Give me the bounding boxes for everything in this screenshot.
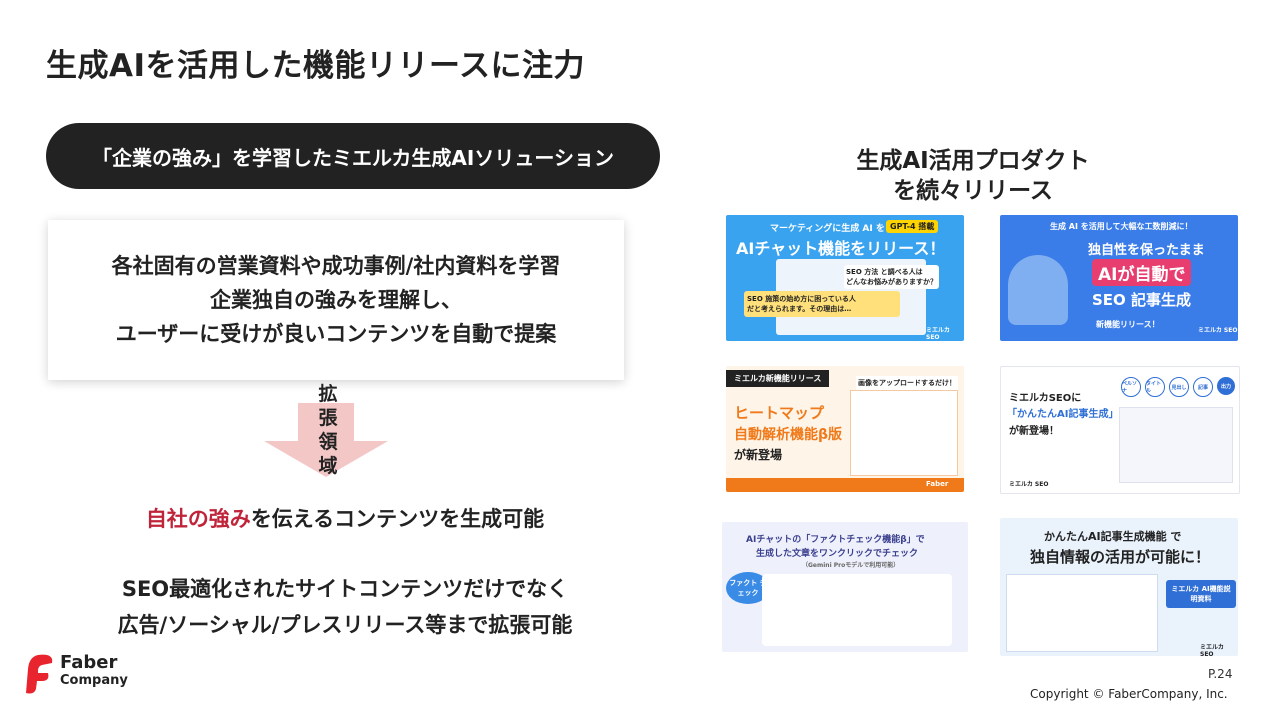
faber-logo-icon (26, 654, 53, 694)
thumb-heatmap: ミエルカ新機能リリース ヒートマップ 自動解析機能β版 が新登場 画像をアップロ… (726, 366, 964, 492)
seo-statement: SEO最適化されたサイトコンテンツだけでなく 広告/ソーシャル/プレスリリース等… (117, 577, 573, 637)
card-line-1: 各社固有の営業資料や成功事例/社内資料を学習 (111, 254, 561, 278)
strength-statement: 自社の強みを伝えるコンテンツを生成可能 (0, 503, 690, 533)
thumb-ai-chat: マーケティングに生成 AI をフル活用！ GPT-4 搭載 AIチャット機能をリ… (726, 215, 964, 341)
page-number: P.24 (1208, 667, 1233, 681)
thumb-seo-article: 生成 AI を活用して大幅な工数削減に！ 独自性を保ったまま AIが自動で SE… (1000, 215, 1238, 341)
thumb-fact-check: AIチャットの「ファクトチェック機能β」で 生成した文章をワンクリックでチェック… (722, 522, 968, 652)
faber-logo-text: Faber Company (60, 652, 128, 689)
solution-pill: 「企業の強み」を学習したミエルカ生成AIソリューション (46, 123, 660, 189)
card-line-2: 企業独自の強みを理解し、 (210, 288, 462, 312)
strength-rest: を伝えるコンテンツを生成可能 (250, 507, 545, 531)
strength-highlight: 自社の強み (145, 507, 251, 531)
feature-card: 各社固有の営業資料や成功事例/社内資料を学習 企業独自の強みを理解し、 ユーザー… (48, 220, 624, 380)
thumb-original-info: かんたんAI記事生成機能 で 独自情報の活用が可能に！ ミエルカ AI機能説明資… (1000, 518, 1238, 656)
copyright: Copyright © FaberCompany, Inc. (1030, 687, 1228, 701)
page-title: 生成AIを活用した機能リリースに注力 (46, 48, 585, 84)
down-arrow-icon (264, 403, 388, 477)
arrow-label: 拡 張 領 域 (318, 383, 338, 477)
card-line-3: ユーザーに受けが良いコンテンツを自動で提案 (115, 322, 557, 346)
product-heading: 生成AI活用プロダクト を続々リリース (856, 148, 1090, 204)
thumb-easy-ai-article: ミエルカSEOに 「かんたんAI記事生成」 が新登場！ ペルソナ タイトル 見出… (1000, 366, 1240, 494)
